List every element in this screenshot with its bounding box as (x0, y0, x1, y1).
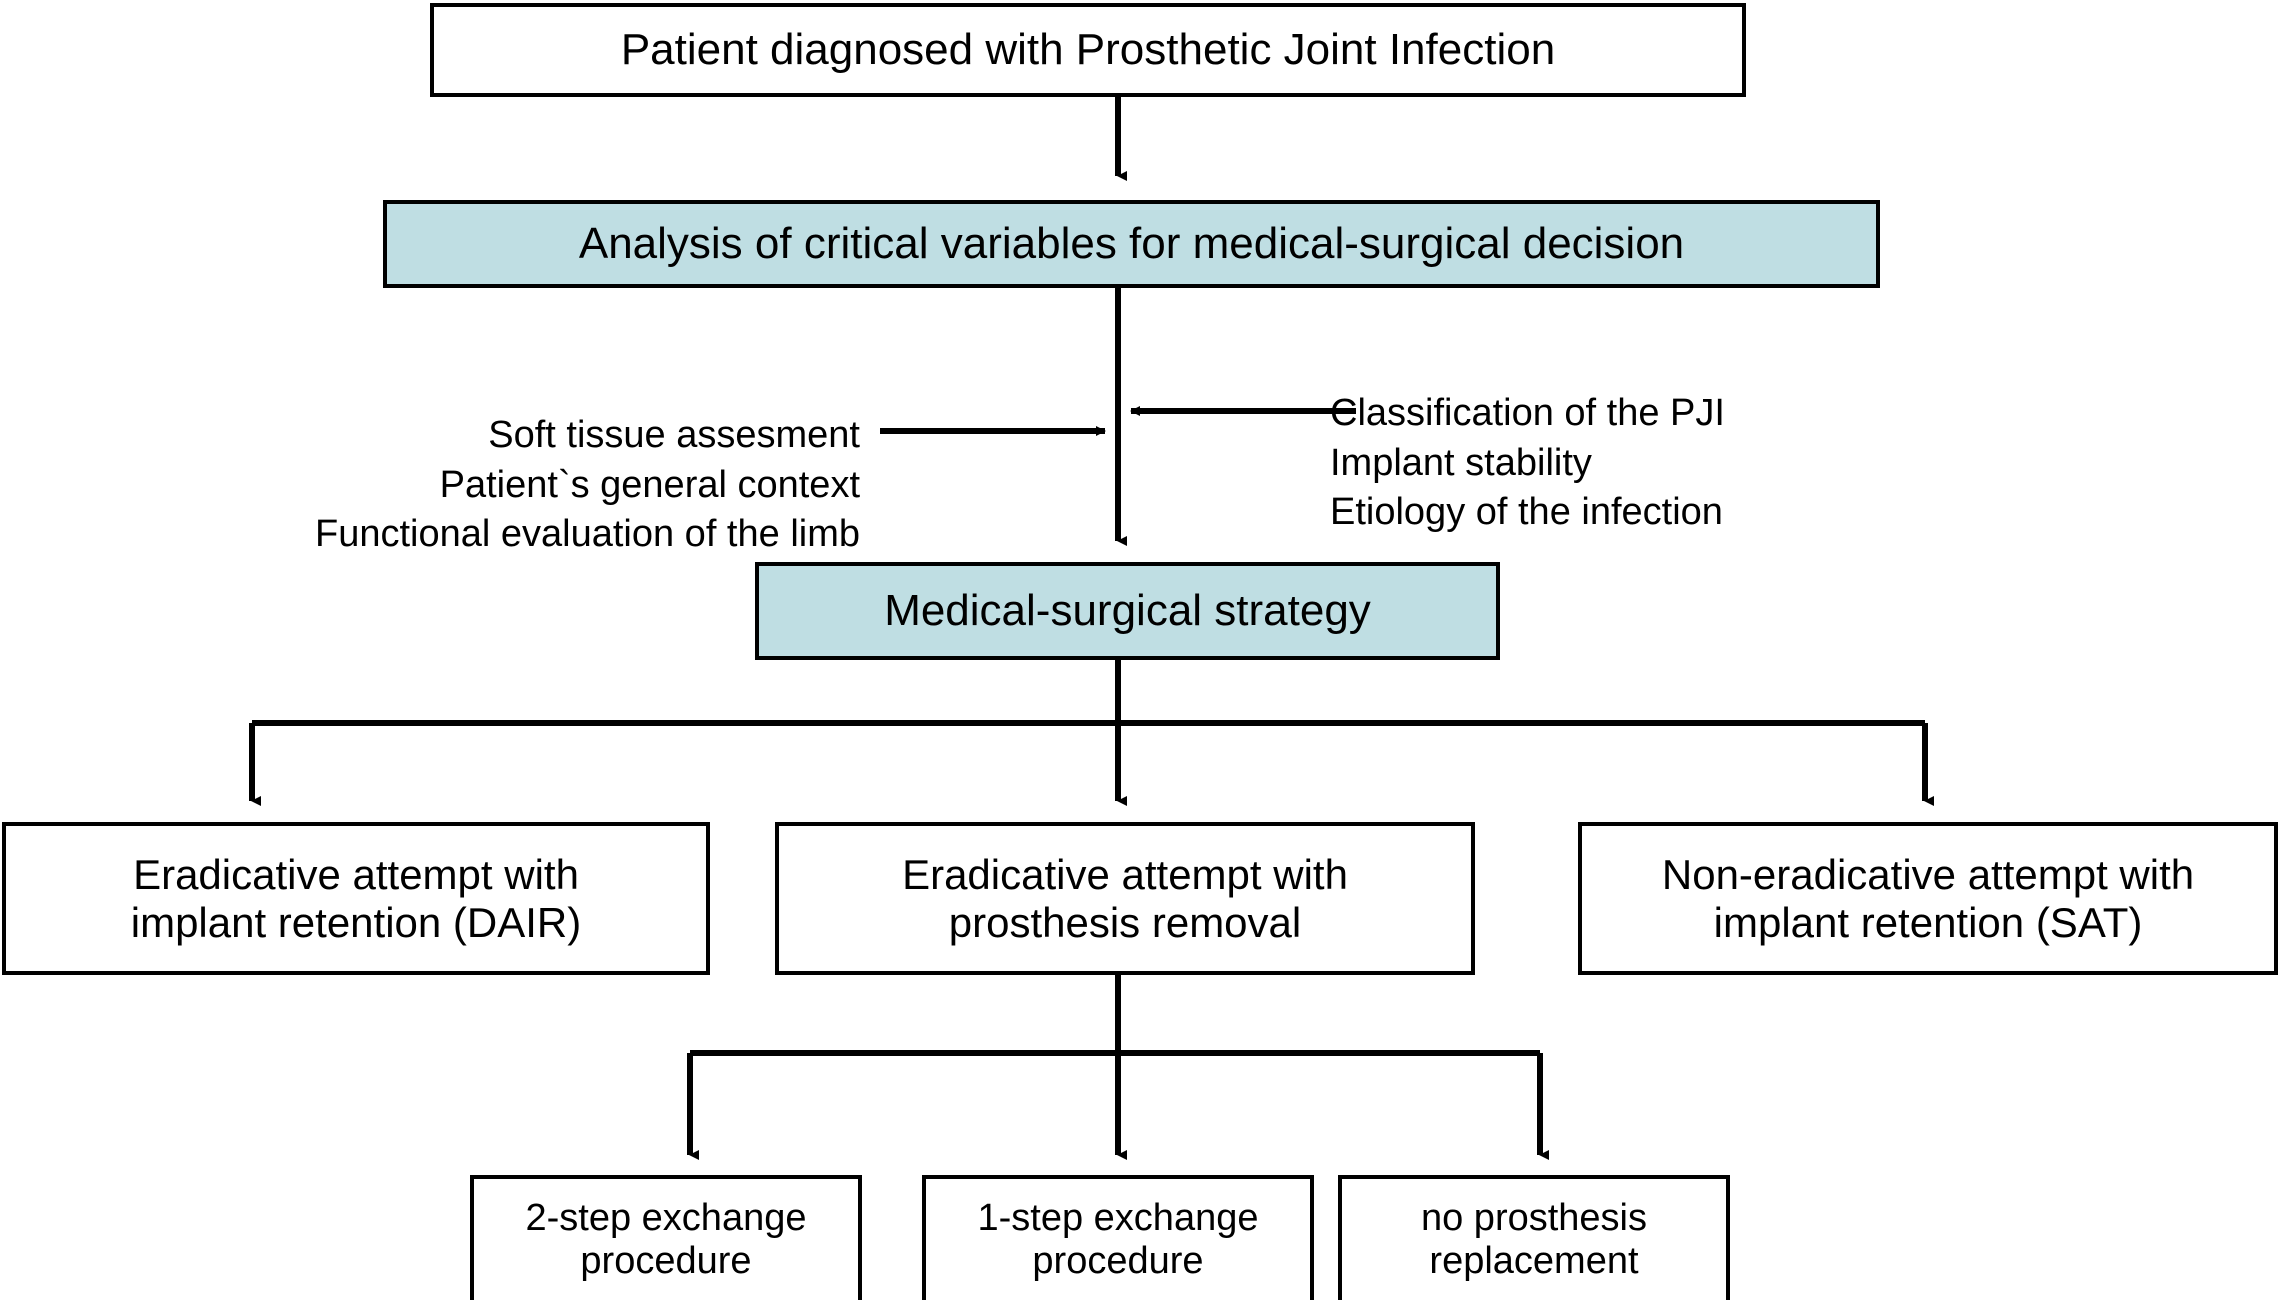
node-no-prosthesis-replacement-label: no prosthesis replacement (1420, 1197, 1647, 1282)
node-one-step-exchange-procedure-label: 1-step exchange procedure (977, 1197, 1259, 1282)
note-infection-related-criteria: Classification of the PJI Implant stabil… (1330, 340, 1890, 538)
node-eradicative-with-implant-retention-dair-label: Eradicative attempt with implant retenti… (130, 851, 582, 946)
note-infection-related-criteria-text: Classification of the PJI Implant stabil… (1330, 392, 1725, 534)
node-analysis-of-critical-variables-label: Analysis of critical variables for medic… (578, 219, 1685, 269)
note-patient-related-criteria: Soft tissue assesment Patient`s general … (180, 362, 860, 560)
node-eradicative-with-prosthesis-removal: Eradicative attempt with prosthesis remo… (775, 822, 1475, 975)
node-non-eradicative-with-implant-retention-sat: Non-eradicative attempt with implant ret… (1578, 822, 2278, 975)
node-medical-surgical-strategy-label: Medical-surgical strategy (884, 586, 1371, 636)
node-patient-diagnosed-label: Patient diagnosed with Prosthetic Joint … (620, 25, 1556, 75)
node-analysis-of-critical-variables: Analysis of critical variables for medic… (383, 200, 1880, 288)
note-patient-related-criteria-text: Soft tissue assesment Patient`s general … (315, 414, 860, 556)
node-one-step-exchange-procedure: 1-step exchange procedure (922, 1175, 1314, 1300)
node-eradicative-with-implant-retention-dair: Eradicative attempt with implant retenti… (2, 822, 710, 975)
node-medical-surgical-strategy: Medical-surgical strategy (755, 562, 1500, 660)
node-patient-diagnosed: Patient diagnosed with Prosthetic Joint … (430, 3, 1746, 97)
node-two-step-exchange-procedure: 2-step exchange procedure (470, 1175, 862, 1300)
node-no-prosthesis-replacement: no prosthesis replacement (1338, 1175, 1730, 1300)
node-non-eradicative-with-implant-retention-sat-label: Non-eradicative attempt with implant ret… (1661, 851, 2195, 946)
node-two-step-exchange-procedure-label: 2-step exchange procedure (525, 1197, 807, 1282)
node-eradicative-with-prosthesis-removal-label: Eradicative attempt with prosthesis remo… (902, 851, 1348, 946)
